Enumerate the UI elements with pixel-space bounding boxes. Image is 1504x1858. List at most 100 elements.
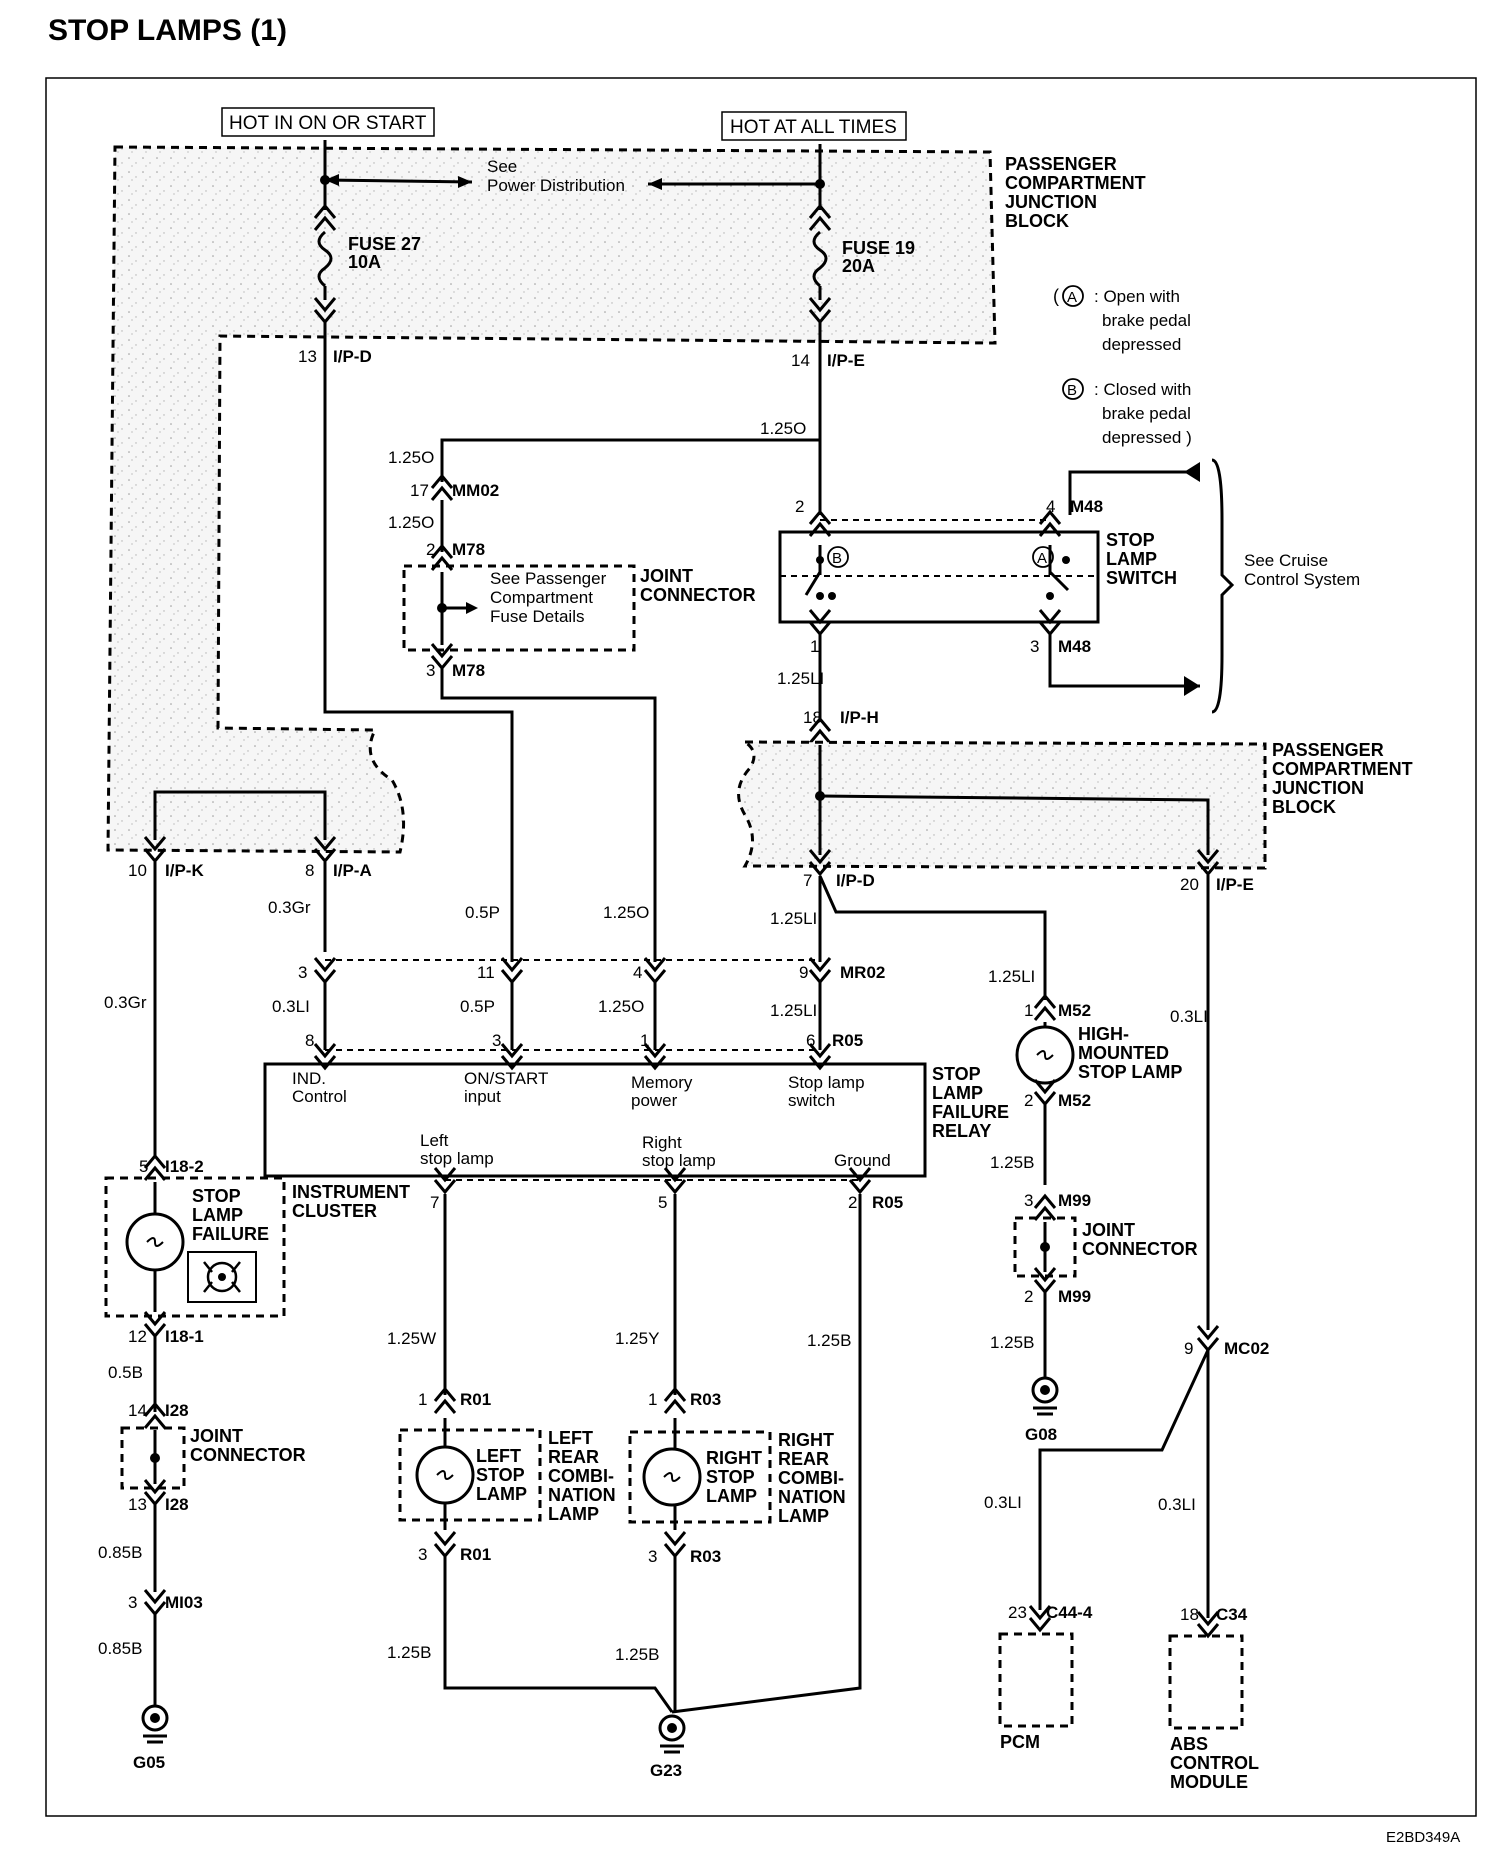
svg-text:3: 3: [298, 963, 307, 982]
svg-text:Ground: Ground: [834, 1151, 891, 1170]
svg-text:PASSENGER: PASSENGER: [1272, 740, 1384, 760]
svg-text:STOP LAMP: STOP LAMP: [1078, 1062, 1182, 1082]
joint-connector-i28: JOINT CONNECTOR: [120, 1426, 306, 1490]
svg-text:REAR: REAR: [778, 1449, 829, 1469]
svg-text:7: 7: [803, 871, 812, 890]
switch-legend: ( A : Open with brake pedal depressed B …: [1053, 285, 1192, 447]
svg-text:HOT AT ALL TIMES: HOT AT ALL TIMES: [730, 117, 897, 138]
ground-g05: G05: [133, 1704, 169, 1772]
svg-text:13: 13: [128, 1495, 147, 1514]
svg-text:2: 2: [1024, 1091, 1033, 1110]
svg-text:1.25B: 1.25B: [990, 1333, 1034, 1352]
svg-text:LEFT: LEFT: [476, 1446, 521, 1466]
svg-text:BLOCK: BLOCK: [1005, 211, 1069, 231]
joint-connector-m78: See Passenger Compartment Fuse Details J…: [402, 564, 756, 652]
svg-text:FAILURE: FAILURE: [192, 1224, 269, 1244]
svg-text:STOP: STOP: [706, 1467, 755, 1487]
svg-text:2: 2: [1024, 1287, 1033, 1306]
svg-text:CONTROL: CONTROL: [1170, 1753, 1259, 1773]
svg-text:LAMP: LAMP: [476, 1484, 527, 1504]
svg-text:1.25O: 1.25O: [760, 419, 806, 438]
svg-text:3: 3: [128, 1593, 137, 1612]
fuse-27: FUSE 27 10A: [313, 204, 421, 324]
svg-text:JUNCTION: JUNCTION: [1272, 778, 1364, 798]
svg-text:20A: 20A: [842, 256, 875, 276]
svg-text:CONNECTOR: CONNECTOR: [1082, 1239, 1198, 1259]
svg-text:NATION: NATION: [548, 1485, 616, 1505]
svg-text:17: 17: [410, 481, 429, 500]
svg-text:0.3LI: 0.3LI: [1170, 1007, 1208, 1026]
svg-text:JOINT: JOINT: [1082, 1220, 1135, 1240]
right-rear-combination-lamp: RIGHT STOP LAMP RIGHT REAR COMBI- NATION…: [628, 1418, 846, 1530]
svg-text:REAR: REAR: [548, 1447, 599, 1467]
svg-text:1.25LI: 1.25LI: [777, 669, 824, 688]
svg-text:0.3Gr: 0.3Gr: [268, 898, 311, 917]
diagram-frame: [45, 77, 1477, 1817]
svg-text:1.25LI: 1.25LI: [988, 967, 1035, 986]
svg-text:I/P-K: I/P-K: [165, 861, 204, 880]
svg-text:FAILURE: FAILURE: [932, 1102, 1009, 1122]
svg-text:Left: Left: [420, 1131, 449, 1150]
stop-lamp-switch: 2 4 M48 B A STOP LAMP SWITCH: [778, 497, 1177, 636]
svg-text:A: A: [1037, 550, 1047, 567]
svg-text:LEFT: LEFT: [548, 1428, 593, 1448]
stop-lamp-failure-relay: IND. Control ON/START input Memory power…: [263, 1062, 1009, 1178]
page-title: STOP LAMPS (1): [48, 14, 287, 47]
svg-text:R03: R03: [690, 1390, 721, 1409]
svg-text:See: See: [487, 157, 517, 176]
svg-text:0.85B: 0.85B: [98, 1639, 142, 1658]
svg-text:R03: R03: [690, 1547, 721, 1566]
svg-text:I/P-D: I/P-D: [836, 871, 875, 890]
svg-text:B: B: [1067, 382, 1077, 399]
svg-text:FUSE 27: FUSE 27: [348, 234, 421, 254]
svg-text:COMBI-: COMBI-: [548, 1466, 614, 1486]
svg-text:M48: M48: [1070, 497, 1103, 516]
svg-text:CONNECTOR: CONNECTOR: [190, 1445, 306, 1465]
svg-text:MI03: MI03: [165, 1593, 203, 1612]
svg-text:I/P-E: I/P-E: [827, 351, 865, 370]
svg-text:C34: C34: [1216, 1605, 1248, 1624]
svg-text:LAMP: LAMP: [706, 1486, 757, 1506]
high-mounted-stop-lamp: HIGH- MOUNTED STOP LAMP: [1015, 1022, 1182, 1085]
ground-g23: G23: [650, 1714, 686, 1780]
svg-text:ABS: ABS: [1170, 1734, 1208, 1754]
svg-text:0.85B: 0.85B: [98, 1543, 142, 1562]
svg-text:R01: R01: [460, 1545, 491, 1564]
svg-text:4: 4: [633, 963, 642, 982]
svg-text:I/P-A: I/P-A: [333, 861, 372, 880]
svg-text:depressed: depressed: [1102, 335, 1181, 354]
svg-text:INSTRUMENT: INSTRUMENT: [292, 1182, 410, 1202]
svg-text:HIGH-: HIGH-: [1078, 1024, 1129, 1044]
svg-text:STOP: STOP: [476, 1465, 525, 1485]
svg-text:6: 6: [806, 1031, 815, 1050]
svg-text:See Cruise: See Cruise: [1244, 551, 1328, 570]
svg-text:MODULE: MODULE: [1170, 1772, 1248, 1792]
svg-text:1.25O: 1.25O: [388, 448, 434, 467]
svg-text:1.25O: 1.25O: [603, 903, 649, 922]
svg-text:COMBI-: COMBI-: [778, 1468, 844, 1488]
svg-text:power: power: [631, 1091, 678, 1110]
svg-text:18: 18: [803, 708, 822, 727]
svg-text:M78: M78: [452, 540, 485, 559]
svg-text:Fuse Details: Fuse Details: [490, 607, 584, 626]
svg-text:STOP: STOP: [1106, 530, 1155, 550]
svg-text:MOUNTED: MOUNTED: [1078, 1043, 1169, 1063]
hot-run-label: HOT IN ON OR START: [221, 107, 435, 137]
svg-text:4: 4: [1046, 497, 1055, 516]
svg-text:LAMP: LAMP: [932, 1083, 983, 1103]
svg-text:3: 3: [426, 661, 435, 680]
svg-text:G23: G23: [650, 1761, 682, 1780]
svg-text:Control: Control: [292, 1087, 347, 1106]
svg-text:Control System: Control System: [1244, 570, 1360, 589]
svg-text:: Closed with: : Closed with: [1094, 380, 1191, 399]
svg-text:0.3LI: 0.3LI: [272, 997, 310, 1016]
svg-text:RIGHT: RIGHT: [778, 1430, 834, 1450]
svg-text:1: 1: [418, 1390, 427, 1409]
svg-text:switch: switch: [788, 1091, 835, 1110]
svg-text:I18-2: I18-2: [165, 1157, 204, 1176]
svg-text:14: 14: [128, 1401, 147, 1420]
svg-text:3: 3: [1030, 637, 1039, 656]
svg-text:2: 2: [795, 497, 804, 516]
svg-text:See Passenger: See Passenger: [490, 569, 607, 588]
